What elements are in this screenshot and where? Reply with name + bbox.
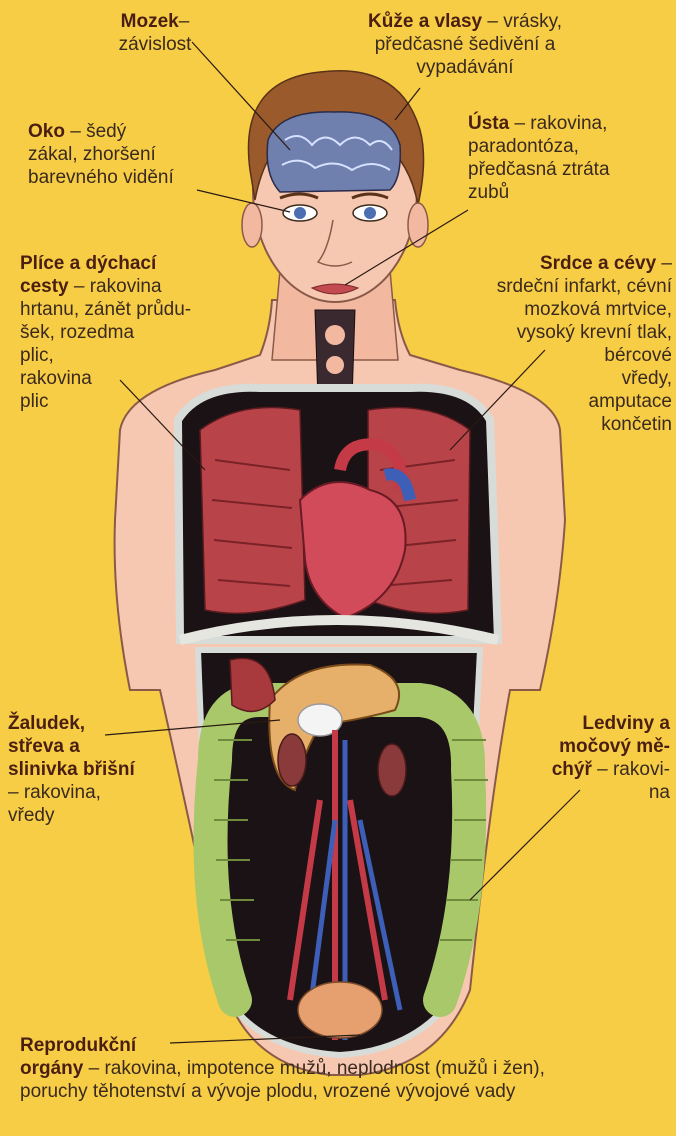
label-ledviny: Ledviny a močový mě- chýř – rakovi- na xyxy=(510,712,670,804)
label-zaludek-title: Žaludek, střeva a slinivka břišní xyxy=(8,713,135,780)
label-mozek-title: Mozek xyxy=(121,11,179,32)
label-plice: Plíce a dýchací cesty – rakovina hrtanu,… xyxy=(20,252,230,413)
brain xyxy=(267,112,400,192)
label-usta: Ústa – rakovina, paradontóza, předčasná … xyxy=(468,112,648,204)
label-zaludek: Žaludek, střeva a slinivka břišní – rako… xyxy=(8,712,178,827)
label-kuze: Kůže a vlasy – vrásky, předčasné šedivěn… xyxy=(350,10,580,79)
label-oko-title: Oko xyxy=(28,121,65,142)
label-srdce-desc: – srdeční infarkt, cévní mozková mrtvice… xyxy=(497,253,672,435)
label-oko: Oko – šedý zákal, zhoršení barevného vid… xyxy=(28,120,218,189)
kidney-right xyxy=(378,744,406,796)
label-ledviny-desc: – rakovi- na xyxy=(592,759,670,803)
label-repro: Reprodukční orgány – rakovina, impotence… xyxy=(20,1034,670,1103)
label-repro-desc: – rakovina, impotence mužů, neplodnost (… xyxy=(20,1058,545,1102)
label-kuze-title: Kůže a vlasy xyxy=(368,11,482,32)
label-zaludek-desc: – rakovina, vředy xyxy=(8,782,101,826)
label-mozek: Mozek– závislost xyxy=(105,10,205,56)
label-usta-title: Ústa xyxy=(468,113,509,134)
kidney-left xyxy=(278,734,306,786)
bladder xyxy=(298,982,382,1038)
label-srdce: Srdce a cévy – srdeční infarkt, cévní mo… xyxy=(440,252,672,436)
label-srdce-title: Srdce a cévy xyxy=(540,253,656,274)
